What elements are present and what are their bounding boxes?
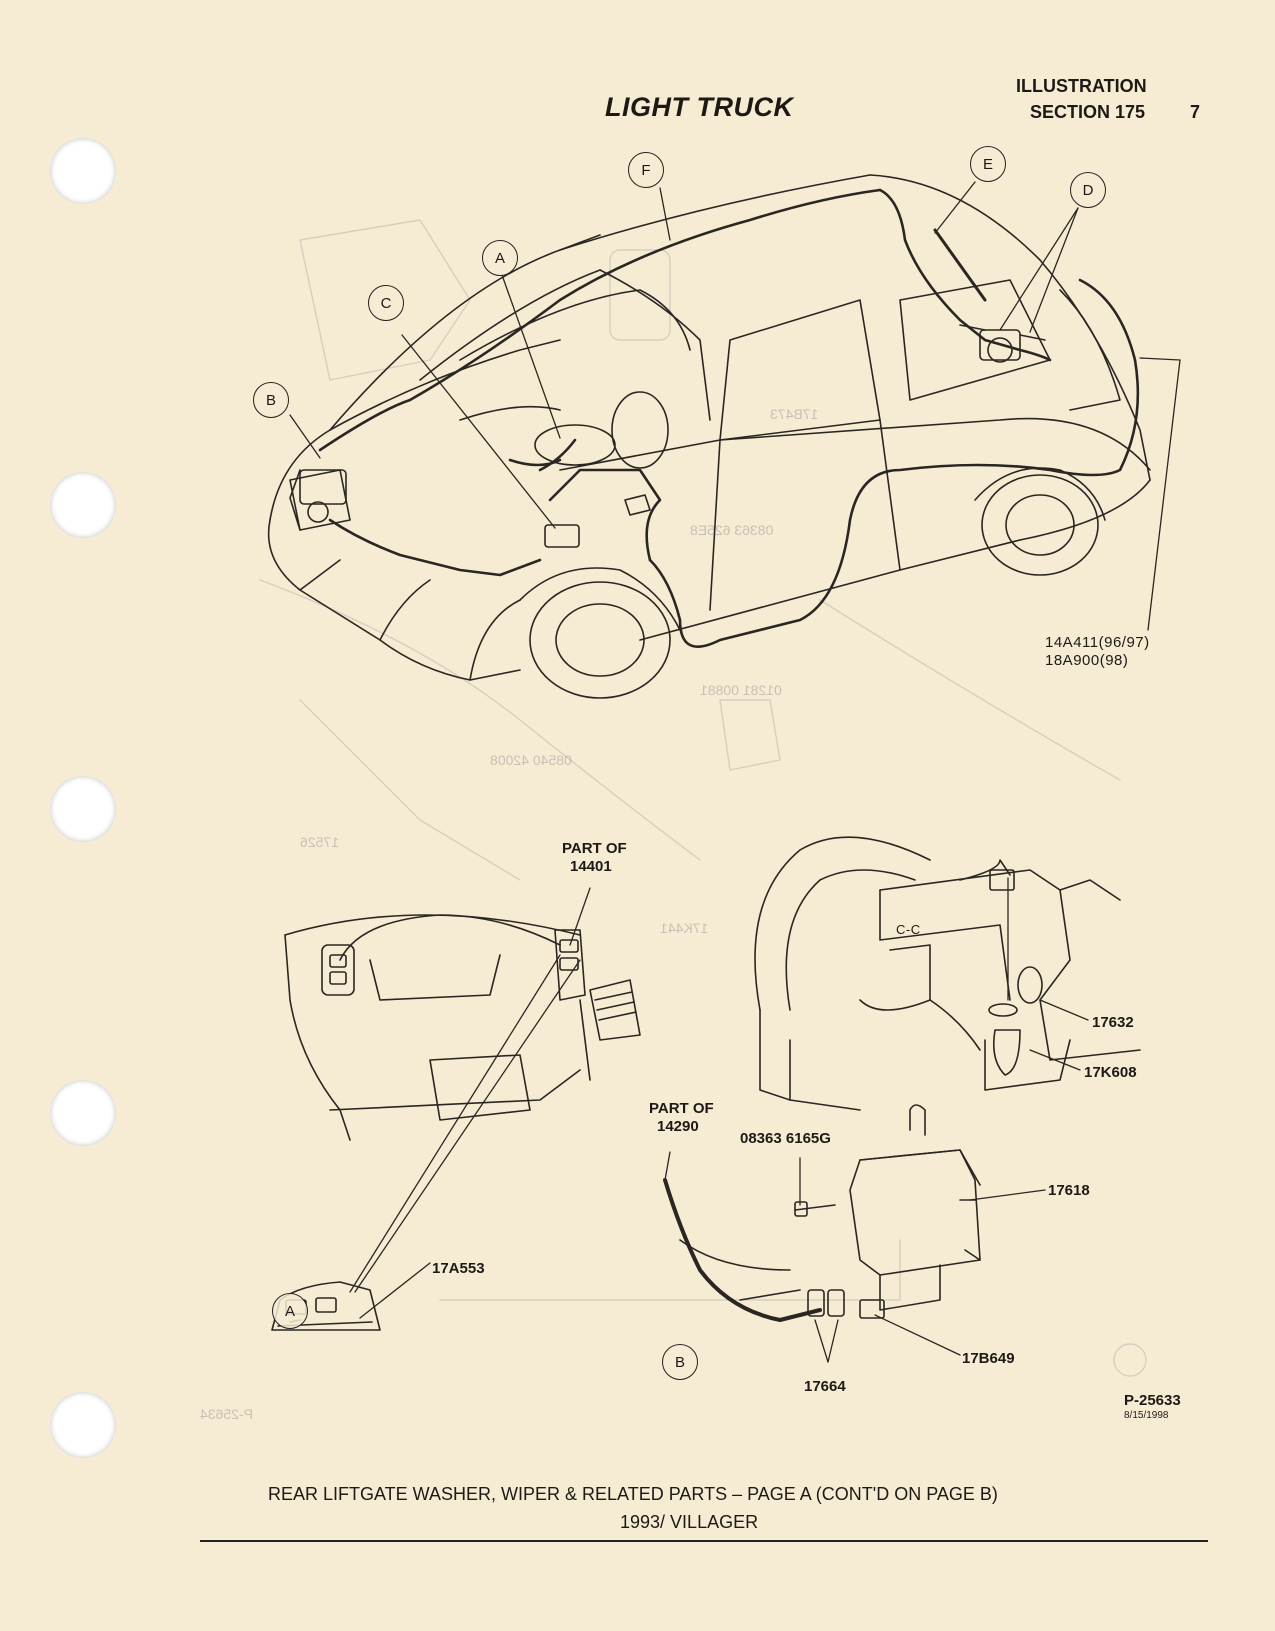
part-17632: 17632	[1092, 1014, 1134, 1031]
part-of-label-14401: PART OF	[562, 840, 627, 857]
model-year-caption: 1993/ VILLAGER	[620, 1512, 759, 1532]
detail-callout-b: B	[662, 1344, 698, 1380]
callout-b: B	[253, 382, 289, 418]
binder-hole	[50, 138, 116, 204]
binder-hole	[50, 472, 116, 538]
rear-wiper-arm	[933, 228, 987, 302]
section-label: SECTION 175	[1030, 102, 1146, 122]
callout-e: E	[970, 146, 1006, 182]
callout-a: A	[482, 240, 518, 276]
van-outline	[267, 174, 1151, 699]
part-17a553: 17A553	[432, 1260, 485, 1277]
section-mark-cc: C-C	[896, 922, 921, 937]
binder-hole	[50, 1080, 116, 1146]
leader-lines-detail-b	[664, 877, 1089, 1363]
leader-lines-detail-a	[349, 887, 591, 1319]
harness-part-line2: 18A900(98)	[1045, 652, 1129, 669]
part-number-14290: 14290	[657, 1118, 699, 1135]
bleed-through-art	[259, 219, 1147, 1377]
footer-rule	[200, 1540, 1208, 1542]
bolt-part-number: 08363 6165G	[740, 1130, 831, 1147]
callout-c: C	[368, 285, 404, 321]
part-17664: 17664	[804, 1378, 846, 1395]
illustration-ref-number: P-25633	[1124, 1392, 1181, 1409]
binder-hole	[50, 776, 116, 842]
detail-callout-a: A	[272, 1293, 308, 1329]
part-of-label-14290: PART OF	[649, 1100, 714, 1117]
binder-hole	[50, 1392, 116, 1458]
page-number: 7	[1190, 102, 1201, 122]
front-washer-reservoir	[289, 469, 347, 531]
part-number-14401: 14401	[570, 858, 612, 875]
wiper-relay	[544, 494, 651, 548]
harness-part-line1: 14A411(96/97)	[1045, 634, 1150, 651]
part-17618: 17618	[1048, 1182, 1090, 1199]
part-17b649: 17B649	[962, 1350, 1015, 1367]
rear-wiper-motor	[959, 324, 1046, 363]
illustration-ref-date: 8/15/1998	[1124, 1410, 1169, 1421]
illustration-label: ILLUSTRATION	[1016, 76, 1147, 96]
rear-reservoir-detail	[663, 836, 1141, 1322]
callout-f: F	[628, 152, 664, 188]
page-title: LIGHT TRUCK	[605, 92, 794, 122]
part-17k608: 17K608	[1084, 1064, 1137, 1081]
leader-lines-van	[289, 181, 1181, 631]
callout-d: D	[1070, 172, 1106, 208]
figure-caption: REAR LIFTGATE WASHER, WIPER & RELATED PA…	[268, 1484, 998, 1504]
washer-hose-harness	[318, 188, 1140, 648]
